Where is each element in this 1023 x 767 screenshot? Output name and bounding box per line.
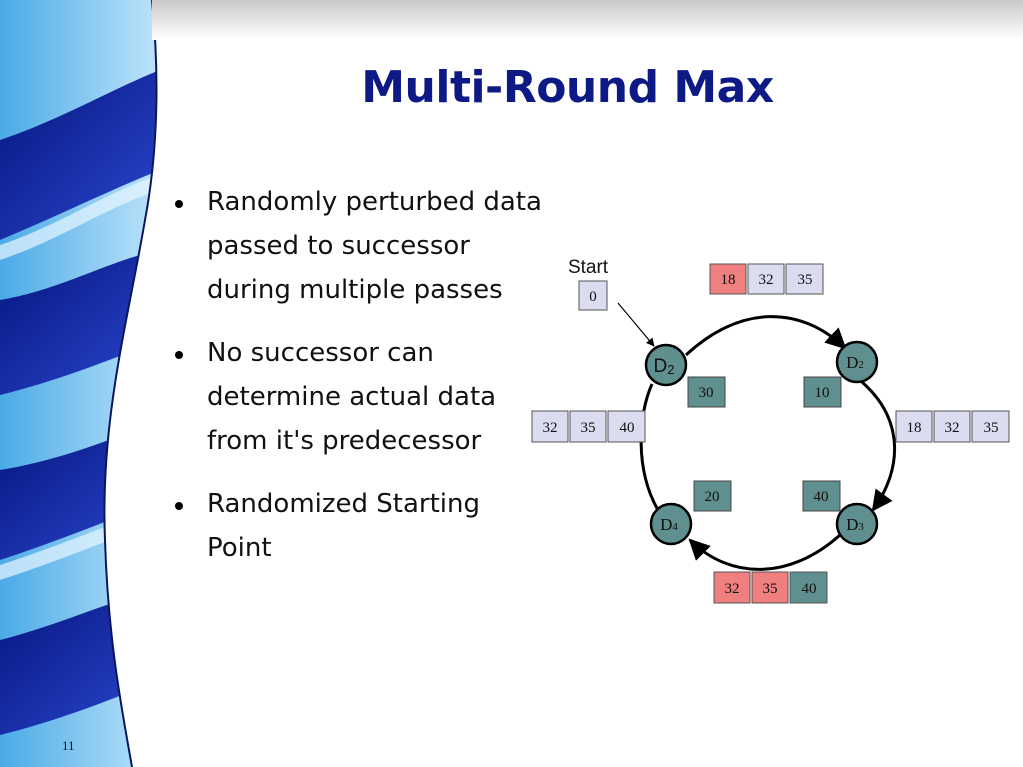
- svg-text:30: 30: [699, 385, 714, 401]
- svg-text:35: 35: [984, 420, 999, 436]
- svg-text:32: 32: [945, 420, 960, 436]
- start-label: Start: [568, 257, 609, 278]
- svg-text:35: 35: [581, 420, 596, 436]
- bullet-text: No successor can determine actual data f…: [207, 338, 497, 456]
- bullet-text: Randomized Starting Point: [207, 489, 480, 563]
- svg-text:18: 18: [721, 272, 736, 288]
- svg-text:32: 32: [725, 581, 740, 597]
- inner-value-top-left: 30: [687, 376, 726, 408]
- start-arrow: [617, 302, 655, 347]
- node-bottom-right: D3: [835, 502, 879, 546]
- node-top-left: D2: [644, 343, 688, 387]
- svg-text:35: 35: [763, 581, 778, 597]
- start-box: [578, 280, 608, 311]
- bullet-item: No successor can determine actual data f…: [172, 331, 544, 463]
- right-value-row: 18 32 35: [895, 410, 1010, 443]
- ring-arc-bottom: [688, 533, 842, 571]
- node-top-right: D2: [835, 340, 879, 384]
- top-band: [152, 0, 1023, 40]
- bullet-dot-icon: [175, 351, 183, 359]
- svg-text:40: 40: [814, 489, 829, 505]
- inner-value-bottom-left: 20: [693, 480, 732, 512]
- svg-text:D2: D2: [846, 353, 864, 372]
- node-bottom-left: D4: [649, 502, 693, 546]
- svg-text:32: 32: [759, 272, 774, 288]
- bullet-dot-icon: [175, 200, 183, 208]
- svg-text:20: 20: [705, 489, 720, 505]
- top-value-row: 18 32 35: [709, 263, 824, 295]
- bottom-value-row: 32 35 40: [713, 571, 828, 604]
- svg-text:32: 32: [543, 420, 558, 436]
- ring-arc-right: [861, 380, 897, 512]
- bullet-text: Randomly perturbed data passed to succes…: [207, 187, 542, 305]
- ring-arc-top: [684, 315, 847, 357]
- svg-text:40: 40: [620, 420, 635, 436]
- left-value-row: 32 35 40: [531, 410, 646, 443]
- bullet-item: Randomly perturbed data passed to succes…: [172, 180, 544, 312]
- svg-text:40: 40: [802, 581, 817, 597]
- svg-text:35: 35: [798, 272, 813, 288]
- bullet-list: Randomly perturbed data passed to succes…: [172, 180, 544, 589]
- bullet-dot-icon: [175, 502, 183, 510]
- start-value: 0: [589, 289, 597, 305]
- slide-title: Multi-Round Max: [361, 62, 774, 113]
- inner-value-top-right: 10: [803, 376, 842, 408]
- bullet-item: Randomized Starting Point: [172, 482, 544, 570]
- side-decoration: [0, 0, 158, 767]
- svg-text:D2: D2: [654, 356, 675, 377]
- svg-text:10: 10: [815, 385, 830, 401]
- ring-arc-left: [639, 383, 660, 511]
- page-number: 11: [62, 738, 75, 753]
- inner-value-bottom-right: 40: [802, 480, 841, 512]
- svg-text:D4: D4: [660, 515, 678, 534]
- svg-text:18: 18: [907, 420, 922, 436]
- svg-text:D3: D3: [846, 515, 864, 534]
